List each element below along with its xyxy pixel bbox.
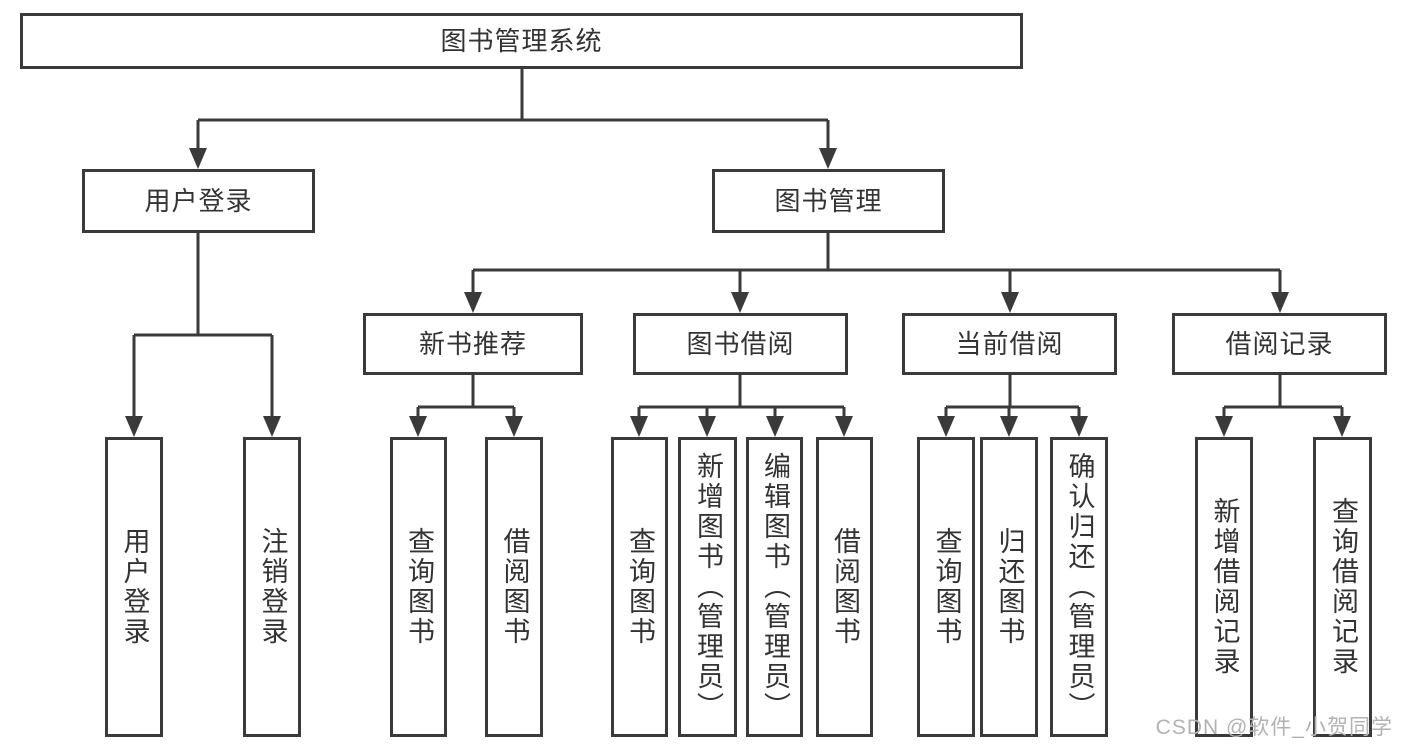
node-book-management: 图书管理: [712, 169, 945, 233]
leaf-label: 确认归还（管理员）: [1064, 452, 1095, 722]
leaf-query-books-3: 查询图书: [917, 437, 975, 737]
node-current-borrowing: 当前借阅: [902, 313, 1117, 375]
node-new-book-recommend: 新书推荐: [363, 313, 583, 375]
leaf-query-borrow-record: 查询借阅记录: [1313, 437, 1372, 737]
leaf-label: 编辑图书（管理员）: [760, 452, 790, 722]
leaf-label: 借阅图书: [499, 527, 530, 647]
leaf-query-books-2: 查询图书: [611, 437, 668, 737]
leaf-confirm-return-admin: 确认归还（管理员）: [1050, 437, 1108, 737]
node-book-borrowing: 图书借阅: [633, 313, 848, 375]
leaf-add-borrow-record: 新增借阅记录: [1195, 437, 1253, 737]
leaf-label: 归还图书: [994, 527, 1025, 647]
leaf-add-books-admin: 新增图书（管理员）: [678, 437, 737, 737]
leaf-label: 查询图书: [931, 527, 962, 647]
leaf-borrow-books-2: 借阅图书: [816, 437, 873, 737]
leaf-borrow-books-1: 借阅图书: [485, 437, 543, 737]
leaf-label: 查询图书: [404, 527, 434, 647]
leaf-label: 新增图书（管理员）: [693, 452, 723, 722]
node-borrowing-records: 借阅记录: [1172, 313, 1387, 375]
leaf-label: 查询借阅记录: [1328, 497, 1358, 677]
leaf-label: 借阅图书: [830, 527, 860, 647]
leaf-label: 查询图书: [625, 527, 655, 647]
node-system-root: 图书管理系统: [20, 13, 1023, 69]
leaf-return-books: 归还图书: [980, 437, 1038, 737]
leaf-label: 新增借阅记录: [1209, 497, 1240, 677]
node-user-login: 用户登录: [82, 169, 315, 233]
leaf-edit-books-admin: 编辑图书（管理员）: [746, 437, 803, 737]
arrowheads: [125, 148, 1351, 437]
leaf-query-books-1: 查询图书: [390, 437, 447, 737]
leaf-label: 用户登录: [119, 527, 150, 647]
leaf-label: 注销登录: [257, 527, 288, 647]
leaf-logout: 注销登录: [243, 437, 301, 737]
leaf-user-login: 用户登录: [105, 437, 163, 737]
